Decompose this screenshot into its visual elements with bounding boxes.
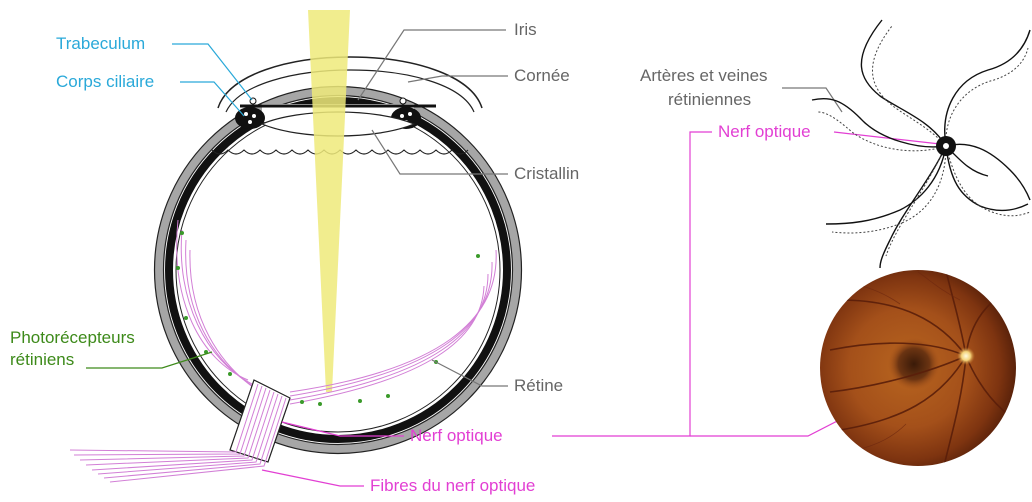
label-trabeculum: Trabeculum: [56, 34, 145, 54]
label-corps-ciliaire: Corps ciliaire: [56, 72, 154, 92]
retinal-vessels-sketch: [812, 20, 1030, 268]
label-photorecepteurs-2: rétiniens: [10, 350, 74, 370]
label-fibres-nerf-optique: Fibres du nerf optique: [370, 476, 535, 496]
label-photorecepteurs-1: Photorécepteurs: [10, 328, 135, 348]
label-retine: Rétine: [514, 376, 563, 396]
retinal-vessels-dotted: [818, 26, 1030, 256]
label-arteres-1: Artères et veines: [640, 66, 768, 86]
label-iris: Iris: [514, 20, 537, 40]
light-beam: [308, 10, 350, 392]
label-cristallin: Cristallin: [514, 164, 579, 184]
ciliary-body-left: [235, 98, 265, 129]
fundus-photo: [820, 270, 1016, 466]
label-nerf-optique-fundus: Nerf optique: [718, 122, 811, 142]
optic-disc-photo: [957, 347, 975, 365]
label-cornee: Cornée: [514, 66, 570, 86]
label-nerf-optique: Nerf optique: [410, 426, 503, 446]
label-arteres-2: rétiniennes: [668, 90, 751, 110]
